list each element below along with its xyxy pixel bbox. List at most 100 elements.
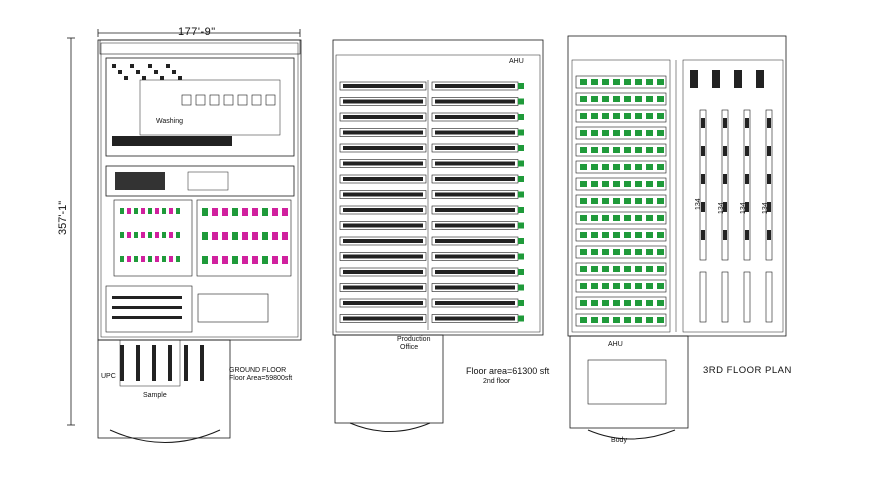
machine-row-fill <box>435 239 515 243</box>
machine <box>602 96 609 102</box>
machine <box>591 266 598 272</box>
machine-row-fill <box>435 208 515 212</box>
machine <box>602 164 609 170</box>
machine <box>591 164 598 170</box>
machine <box>624 283 631 289</box>
rack-unit <box>723 118 727 128</box>
machine-row-fill <box>343 99 423 104</box>
station <box>202 232 208 240</box>
machine-row-fill <box>343 208 423 212</box>
machine <box>635 317 642 323</box>
machine <box>591 300 598 306</box>
row-marker <box>518 300 524 306</box>
rack-unit <box>723 230 727 240</box>
station <box>148 232 152 238</box>
machine <box>624 79 631 85</box>
machine-row-fill <box>435 177 515 181</box>
dimension-lines <box>67 29 301 426</box>
sample-label: Sample <box>143 392 167 399</box>
machine <box>657 198 664 204</box>
row-marker <box>518 222 524 229</box>
machine-row <box>575 75 667 89</box>
station <box>127 232 131 238</box>
machine <box>624 300 631 306</box>
station <box>242 256 248 264</box>
station <box>134 232 138 238</box>
machine-row-fill <box>435 84 515 88</box>
machine <box>591 113 598 119</box>
machine-row-fill <box>435 254 515 259</box>
fixture <box>148 64 152 68</box>
rack <box>734 70 742 88</box>
station <box>262 256 268 264</box>
machine <box>580 249 587 255</box>
station <box>134 256 138 262</box>
machine <box>613 198 620 204</box>
machine <box>602 283 609 289</box>
station <box>169 256 173 262</box>
machine-row-fill <box>343 146 423 150</box>
machine-row <box>575 245 667 259</box>
machine <box>591 96 598 102</box>
office-label: Office <box>400 344 419 351</box>
station-line <box>200 345 204 381</box>
station-line <box>152 345 156 381</box>
ground-floor-title: GROUND FLOOR <box>229 367 287 374</box>
machine <box>602 113 609 119</box>
rack-unit <box>701 202 705 212</box>
machine <box>613 266 620 272</box>
machine <box>602 198 609 204</box>
rack-unit <box>767 146 771 156</box>
station <box>252 232 258 240</box>
machine <box>657 164 664 170</box>
machine <box>624 266 631 272</box>
second-floor-machine-rows <box>339 81 524 323</box>
machine-row-fill <box>435 161 515 166</box>
machine <box>657 181 664 187</box>
machine-row <box>575 109 667 123</box>
machine-row-fill <box>343 316 423 321</box>
station <box>272 256 278 264</box>
station <box>262 232 268 240</box>
table-line <box>112 316 182 319</box>
machine <box>624 317 631 323</box>
station <box>176 256 180 262</box>
machine <box>613 96 620 102</box>
machine-row-fill <box>343 301 423 305</box>
rack-column <box>699 109 707 261</box>
machine-row <box>339 267 427 277</box>
rack-unit <box>767 202 771 212</box>
machine-row <box>575 296 667 310</box>
rack-unit <box>745 202 749 212</box>
station <box>155 208 159 214</box>
station <box>120 256 124 262</box>
station <box>272 232 278 240</box>
machine <box>613 79 620 85</box>
machine-row-fill <box>343 84 423 88</box>
machine <box>624 232 631 238</box>
machine-row-fill <box>343 285 423 290</box>
machine <box>602 147 609 153</box>
machine <box>591 147 598 153</box>
rack-unit <box>745 146 749 156</box>
machine <box>602 266 609 272</box>
machine <box>624 215 631 221</box>
machine <box>646 266 653 272</box>
machine <box>613 147 620 153</box>
station-line <box>184 345 188 381</box>
station <box>162 232 166 238</box>
ground-floor-fixtures <box>112 64 276 381</box>
machine <box>635 113 642 119</box>
rack-column <box>699 271 707 323</box>
machine-row <box>575 262 667 276</box>
fixture <box>142 76 146 80</box>
machine <box>646 79 653 85</box>
machine-row <box>575 313 667 327</box>
table-line <box>112 296 182 299</box>
machine <box>635 215 642 221</box>
machine <box>591 79 598 85</box>
machine-row <box>339 205 427 215</box>
machine <box>580 300 587 306</box>
row-marker <box>518 238 524 244</box>
